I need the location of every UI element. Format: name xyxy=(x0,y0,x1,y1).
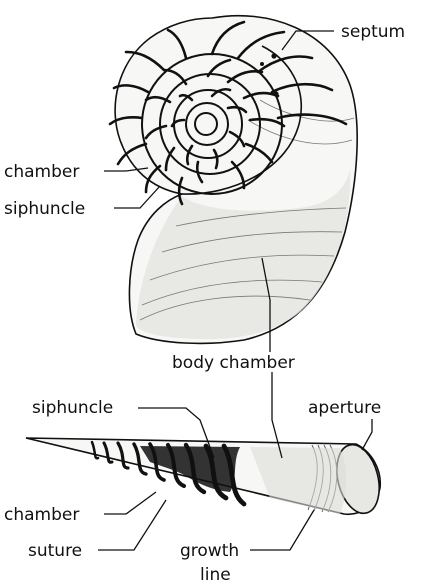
label-septum: septum xyxy=(341,22,405,42)
label-chamber-bottom: chamber xyxy=(4,505,79,525)
leader-suture xyxy=(98,500,166,550)
straight-shell-illustration xyxy=(26,438,386,518)
label-line: line xyxy=(200,565,231,585)
label-siphuncle-bottom: siphuncle xyxy=(32,398,113,418)
straight-body-shading xyxy=(250,447,346,514)
label-body-chamber: body chamber xyxy=(172,353,295,373)
leader-aperture xyxy=(362,419,372,450)
label-siphuncle-top: siphuncle xyxy=(4,199,85,219)
leader-growth-line xyxy=(250,510,314,550)
label-chamber-top: chamber xyxy=(4,162,79,182)
label-growth: growth xyxy=(180,541,239,561)
leader-chamber-bottom xyxy=(104,492,156,514)
label-aperture: aperture xyxy=(308,398,381,418)
leader-siphuncle-top xyxy=(114,186,160,208)
coiled-shell-illustration xyxy=(110,16,357,344)
label-suture: suture xyxy=(28,541,82,561)
